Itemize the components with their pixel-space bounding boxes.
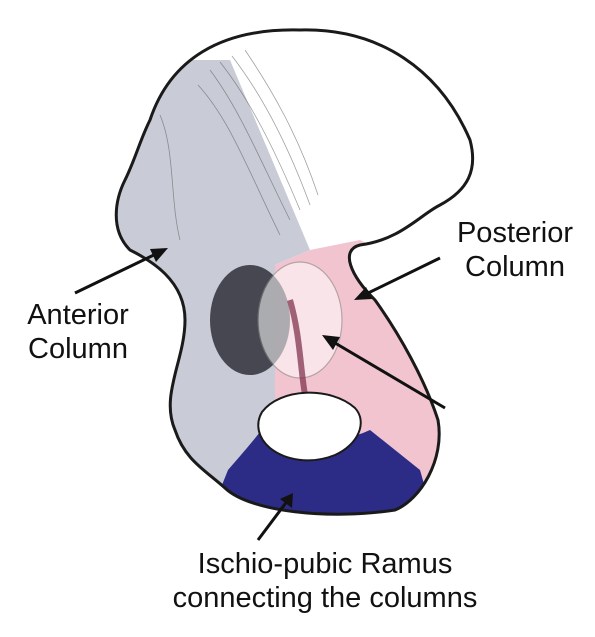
posterior-arrowhead [354,287,372,300]
anterior-column-label-line1: Anterior [27,299,129,331]
posterior-column-label-line1: Posterior [456,217,574,249]
acetabulum-arrowhead [322,335,340,350]
anterior-column-arrow [74,250,161,295]
anterior-arrowhead [150,248,168,262]
acetabulum-arrow [329,338,446,410]
ischio-pubic-ramus-label-line2: connecting the columns [172,582,478,614]
posterior-column-label: Posterior Column [440,216,590,284]
ischio-pubic-ramus-label-line1: Ischio-pubic Ramus [197,548,453,580]
posterior-column-arrow [361,256,441,298]
posterior-column-label-line2: Column [465,251,565,283]
ramus-arrow [256,499,290,541]
obturator-foramen [257,391,362,462]
bone-outline [114,28,475,516]
ramus-arrowhead [280,493,293,508]
anterior-column-label: Anterior Column [8,298,148,366]
ischio-pubic-ramus-label: Ischio-pubic Ramus connecting the column… [140,547,510,615]
anterior-column-label-line2: Column [28,333,128,365]
